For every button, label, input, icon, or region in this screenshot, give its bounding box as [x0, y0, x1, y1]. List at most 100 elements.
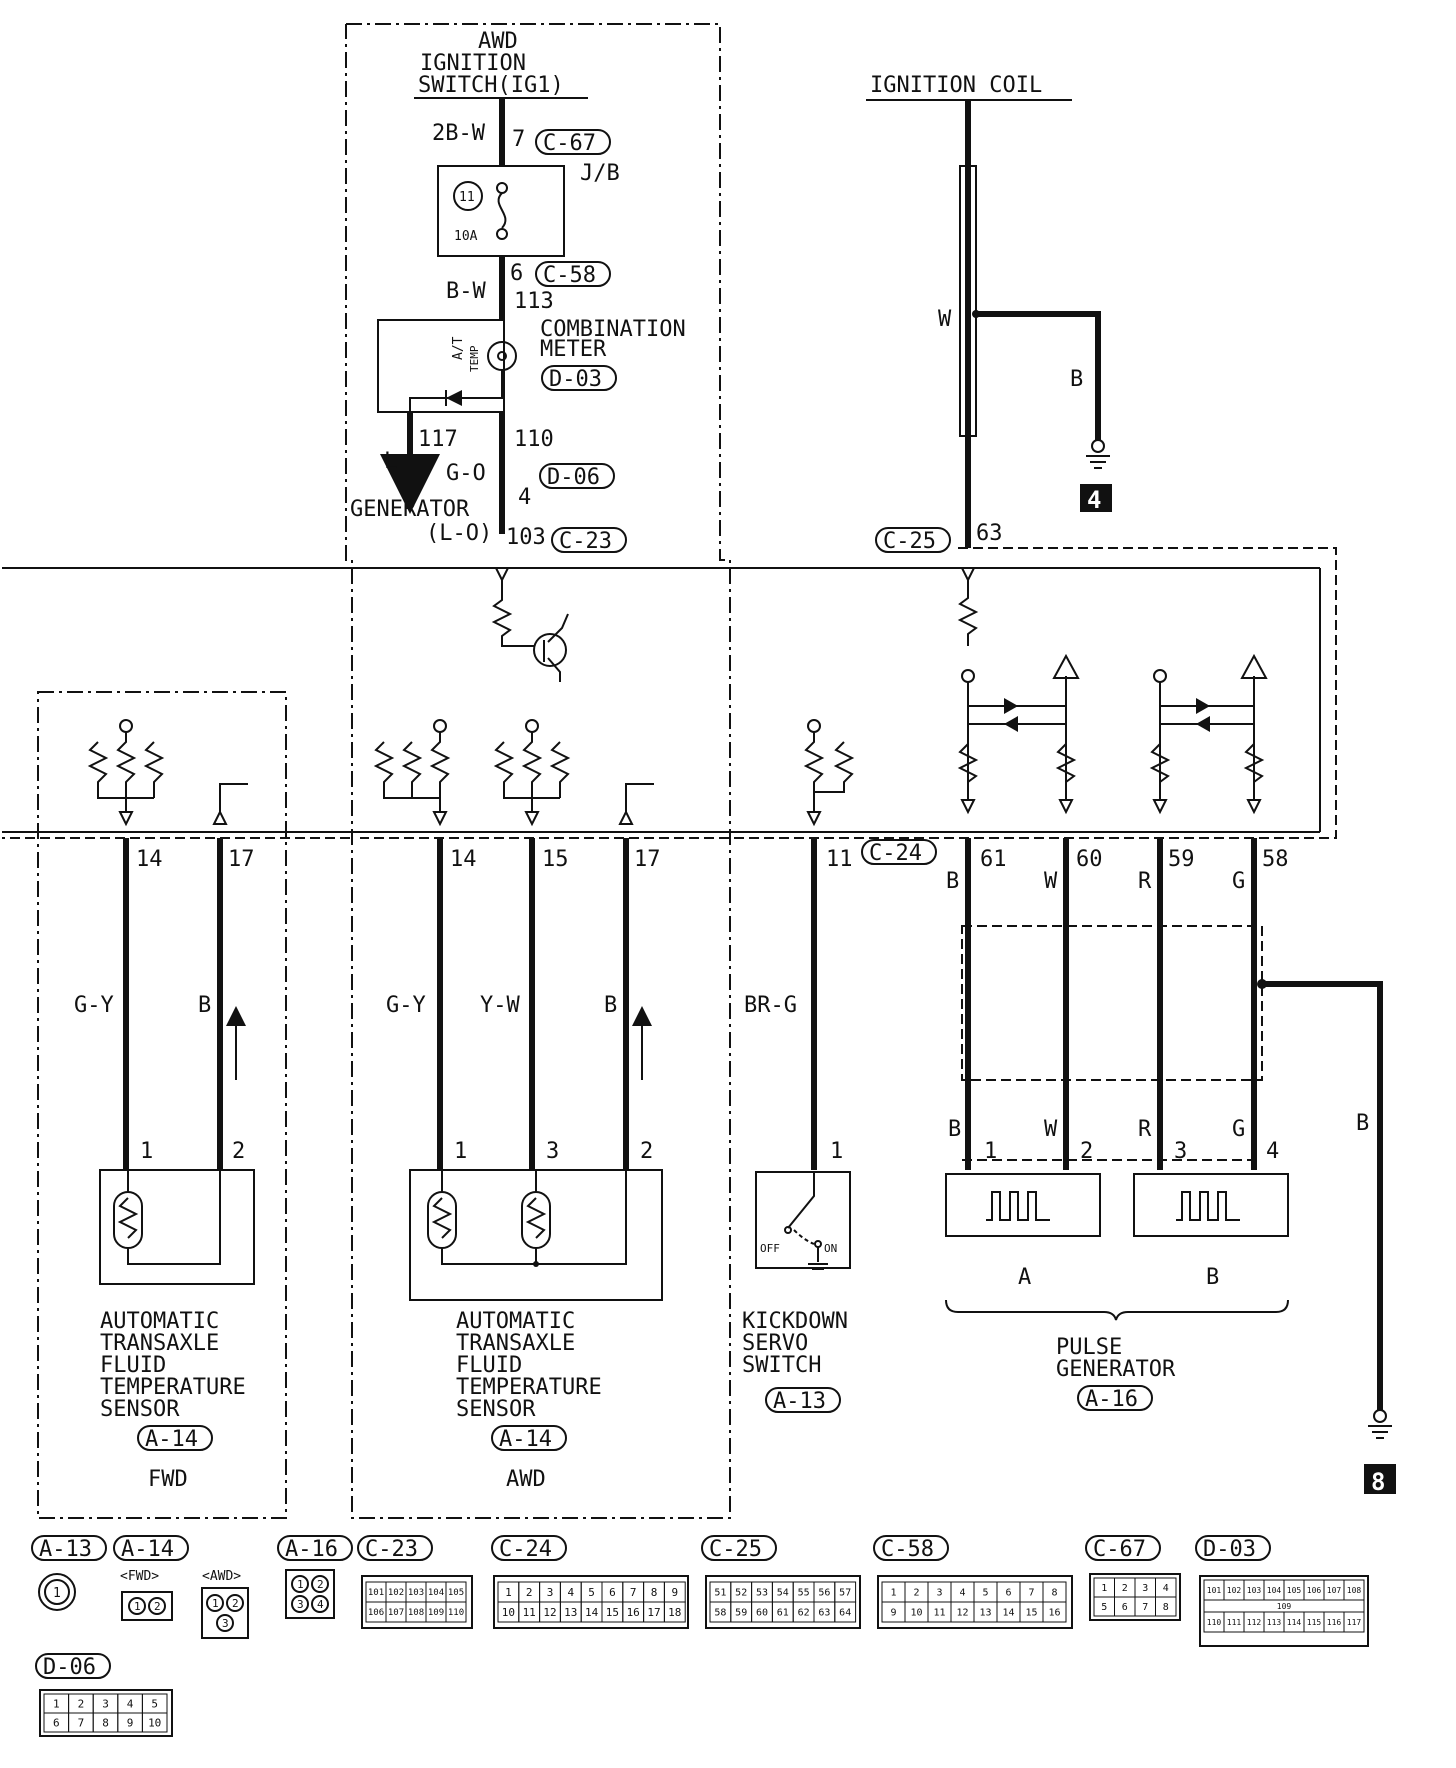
connector-pin-number: 57 — [839, 1588, 851, 1599]
connector-pin-number: 108 — [1347, 1586, 1362, 1595]
pin-117-label: 117 — [418, 427, 458, 452]
kickdown-line-2: SERVO — [742, 1331, 808, 1356]
combination-meter-line-2: METER — [540, 337, 607, 362]
connector-pin-number: 16 — [1048, 1608, 1060, 1619]
connector-pin-number: 14 — [585, 1606, 599, 1619]
pulse-generator-line-2: GENERATOR — [1056, 1357, 1176, 1382]
connector-pin-number: 5 — [588, 1586, 595, 1599]
connector-pin-number: 117 — [1347, 1618, 1362, 1627]
pg-ecu-circuit-a — [957, 653, 1080, 815]
connector-pin-number: 8 — [1163, 1602, 1169, 1613]
connector-pin-number: 114 — [1287, 1618, 1302, 1627]
wire-g-o-label: G-O — [446, 461, 486, 486]
connector-pin-cell — [834, 1601, 857, 1623]
svg-text:C-67: C-67 — [543, 131, 596, 156]
svg-text:D-03: D-03 — [549, 367, 602, 392]
connector-pin-number: 8 — [651, 1586, 658, 1599]
connector-pin-number: 6 — [609, 1586, 616, 1599]
svg-text:D-06: D-06 — [547, 465, 600, 490]
connector-pin-number: 9 — [671, 1586, 678, 1599]
connector-pin-number: 104 — [428, 1588, 444, 1598]
wire-b-w-label: B-W — [446, 279, 486, 304]
at-temp-label-2: TEMP — [468, 345, 481, 372]
wire-pg-w-top: W — [1044, 869, 1058, 894]
pin-pg-2: 2 — [1080, 1139, 1093, 1164]
connector-pin-number: 6 — [1122, 1602, 1128, 1613]
connector-pin-number: 17 — [647, 1606, 660, 1619]
fwd-sensor-line-1: AUTOMATIC — [100, 1309, 219, 1334]
connector-pin-number: 11 — [523, 1606, 536, 1619]
legend-a13: A-13 1 — [31, 1535, 107, 1611]
pin-pg-58: 58 — [1262, 847, 1289, 872]
awd-sensor-line-4: TEMPERATURE — [456, 1375, 602, 1400]
wire-l-label: L — [384, 449, 397, 474]
wire-pg-g-bot: G — [1232, 1117, 1245, 1142]
connector-pin-number: 3 — [547, 1586, 554, 1599]
connector-pin-number: 5 — [1101, 1602, 1107, 1613]
awd-frame — [345, 23, 731, 1519]
kickdown-line-1: KICKDOWN — [742, 1309, 848, 1334]
connector-pin-number: 10 — [148, 1716, 161, 1729]
ignition-coil: IGNITION COIL — [866, 73, 1072, 101]
pin-fwd-14: 14 — [136, 847, 163, 872]
svg-text:C-25: C-25 — [883, 529, 936, 554]
pin-awd-3: 3 — [546, 1139, 559, 1164]
connector-pin-number: 54 — [777, 1588, 789, 1599]
switch-off-label: OFF — [760, 1242, 780, 1255]
connector-pin-number: 115 — [1307, 1618, 1322, 1627]
coil-shield — [959, 165, 977, 437]
legend-a16: A-16 1 2 3 4 — [277, 1535, 353, 1619]
fwd-fluid-temp-sensor — [99, 1169, 255, 1285]
connector-pin-number: 15 — [606, 1606, 619, 1619]
connector-pin-cell — [663, 1601, 686, 1623]
junction-block: 11 10A — [437, 165, 565, 257]
ecu-transistor-circuit — [491, 567, 569, 682]
svg-text:A-13: A-13 — [773, 1389, 826, 1414]
connector-pin-number: 109 — [428, 1608, 444, 1618]
fwd-sensor-line-5: SENSOR — [100, 1397, 180, 1422]
wire-pg-ground-label: B — [1356, 1111, 1369, 1136]
connector-pin-number: 55 — [798, 1588, 810, 1599]
wire-pg-r-top: R — [1138, 869, 1152, 894]
pulse-conn-badge: A-16 — [1077, 1385, 1153, 1412]
connector-pin-number: 4 — [959, 1588, 965, 1599]
fwd-sensor-line-2: TRANSAXLE — [100, 1331, 219, 1356]
conn-c67-badge: C-67 — [535, 129, 611, 156]
combination-meter-line-1: COMBINATION — [540, 317, 686, 342]
fwd-frame — [37, 691, 287, 1519]
wire-b-coil-label: B — [1070, 367, 1083, 392]
connector-pin-cell — [1155, 1596, 1177, 1617]
svg-text:1: 1 — [53, 1586, 61, 1601]
svg-text:C-24: C-24 — [869, 841, 922, 866]
fwd-ecu-resistors — [87, 719, 248, 827]
wire-pg-g-top: G — [1232, 869, 1245, 894]
fwd-tag: FWD — [148, 1467, 188, 1492]
awd-ecu-resistors — [373, 719, 654, 827]
wire-pg-w-bot: W — [1044, 1117, 1058, 1142]
wire-kd-brg: BR-G — [744, 993, 797, 1018]
svg-text:2: 2 — [154, 1600, 161, 1613]
pg-shield — [961, 925, 1263, 1081]
connector-pin-number: 12 — [543, 1606, 556, 1619]
ignition-switch-line-2: IGNITION — [420, 51, 526, 76]
ignition-switch: AWD IGNITION SWITCH(IG1) — [414, 29, 588, 99]
ground-4-symbol: 4 — [1080, 439, 1112, 514]
connector-pin-number: 1 — [53, 1697, 60, 1710]
wire-fwd-b: B — [198, 993, 211, 1018]
svg-text:<FWD>: <FWD> — [120, 1569, 159, 1584]
connector-pin-number: 60 — [756, 1608, 768, 1619]
pin-63-label: 63 — [976, 521, 1003, 546]
connector-pin-number: 58 — [714, 1608, 726, 1619]
svg-text:1: 1 — [212, 1597, 219, 1610]
svg-text:C-25: C-25 — [709, 1537, 762, 1562]
connector-pin-number: 7 — [1028, 1588, 1034, 1599]
awd-tag: AWD — [506, 1467, 546, 1492]
kickdown-line-3: SWITCH — [742, 1353, 821, 1378]
pin-awd-14: 14 — [450, 847, 477, 872]
connector-pin-number: 111 — [1227, 1618, 1242, 1627]
connector-pin-number: 11 — [933, 1608, 945, 1619]
